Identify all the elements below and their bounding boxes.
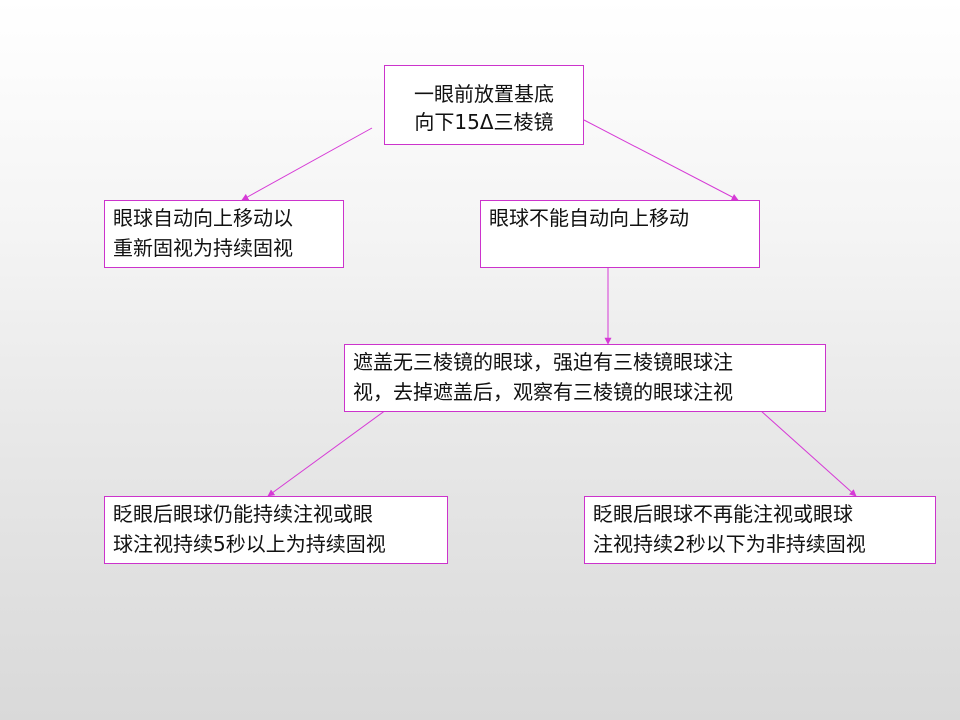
edge-root-to-right-branch (583, 119, 739, 201)
edge-cover-test-to-sustained (267, 409, 387, 497)
left-branch-node: 眼球自动向上移动以 重新固视为持续固视 (104, 200, 344, 268)
right-branch-node: 眼球不能自动向上移动 (480, 200, 760, 268)
result-sustained-node: 眨眼后眼球仍能持续注视或眼 球注视持续5秒以上为持续固视 (104, 496, 448, 564)
root-node: 一眼前放置基底 向下15Δ三棱镜 (384, 65, 584, 145)
result-unsustained-node: 眨眼后眼球不再能注视或眼球 注视持续2秒以下为非持续固视 (584, 496, 936, 564)
edge-cover-test-to-unsustained (759, 409, 857, 497)
cover-test-node: 遮盖无三棱镜的眼球，强迫有三棱镜眼球注 视，去掉遮盖后，观察有三棱镜的眼球注视 (344, 344, 826, 412)
edge-root-to-left-branch (241, 127, 373, 201)
